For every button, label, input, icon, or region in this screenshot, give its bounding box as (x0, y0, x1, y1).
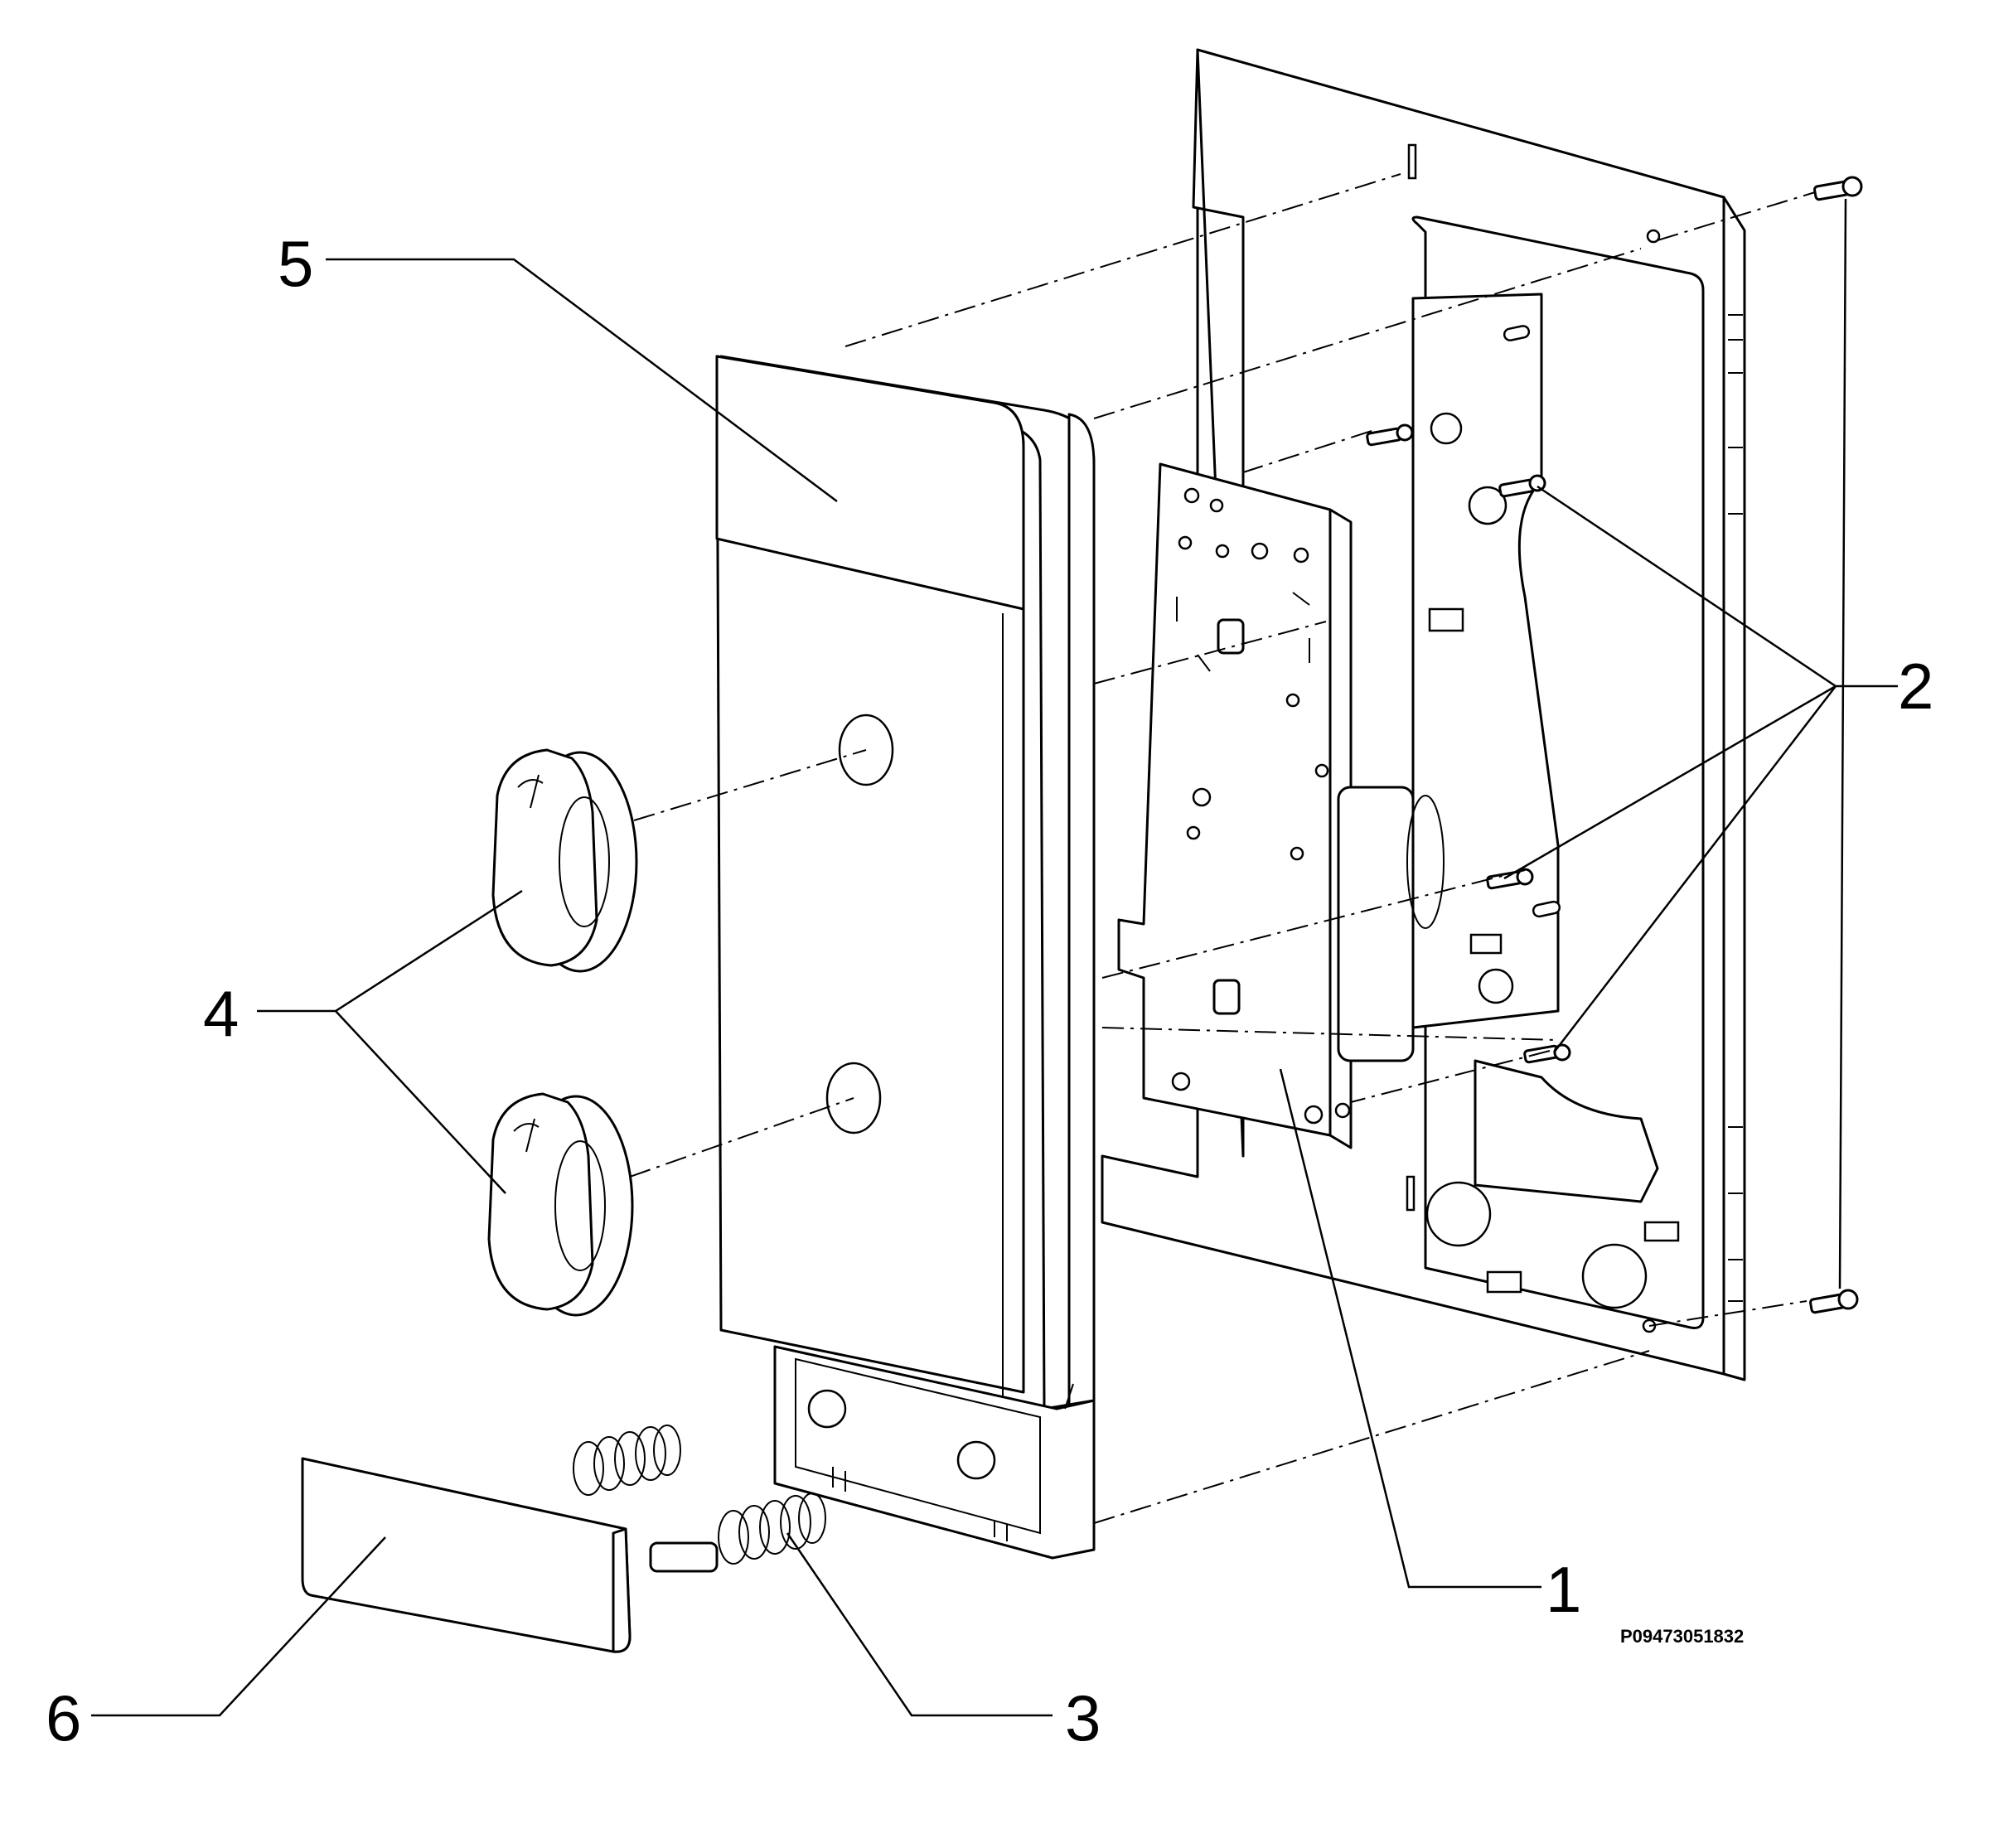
callout-1: 1 (1546, 1553, 1581, 1626)
assembly-lines (629, 173, 1847, 1524)
callout-2: 2 (1898, 650, 1933, 723)
spring-lower (718, 1492, 826, 1565)
knob-lower (487, 1092, 634, 1317)
callout-3: 3 (1065, 1681, 1101, 1754)
callout-4: 4 (203, 977, 239, 1050)
screw (1523, 1043, 1571, 1064)
callout-6: 6 (46, 1681, 81, 1754)
screw (1809, 1289, 1859, 1314)
screws (1366, 176, 1863, 1314)
screw (1366, 423, 1414, 447)
screw (1813, 176, 1863, 201)
drawing-code: P09473051832 (1620, 1626, 1744, 1647)
control-module (1117, 462, 1445, 1149)
screw (1498, 474, 1546, 498)
push-button (301, 1457, 719, 1653)
screw (1486, 868, 1534, 890)
control-panel-housing (715, 355, 1096, 1560)
knob-upper (491, 748, 638, 973)
spring-upper (573, 1425, 681, 1496)
callout-5: 5 (278, 227, 313, 300)
leader-lines (91, 258, 1898, 1717)
